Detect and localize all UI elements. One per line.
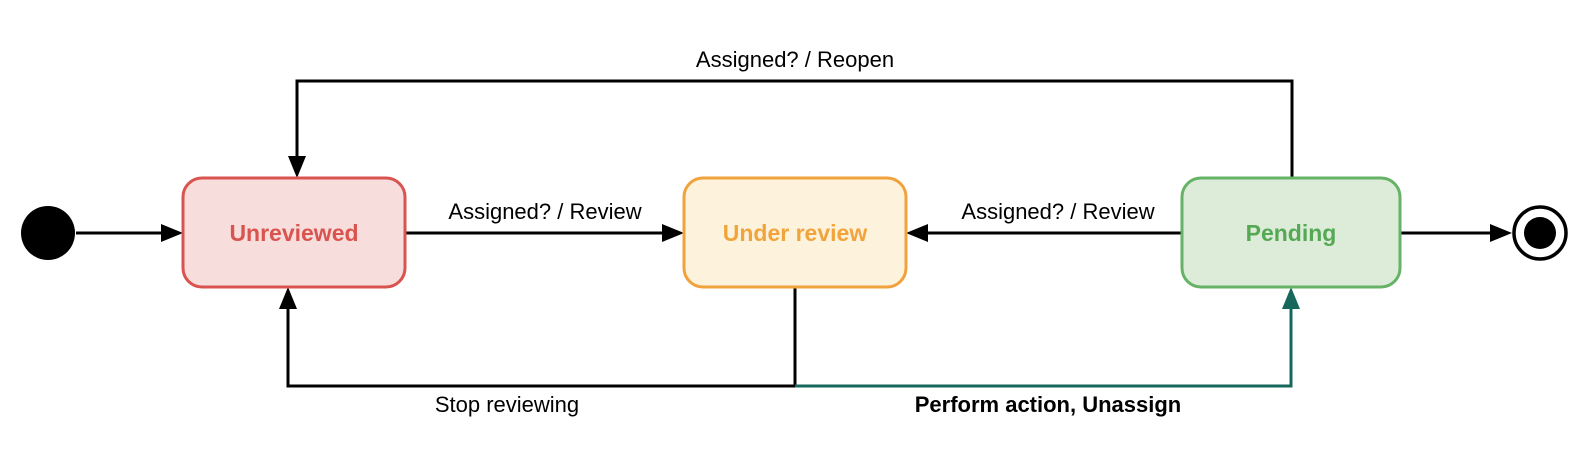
arrowhead-right-icon [662, 224, 684, 242]
state-unreviewed-label: Unreviewed [229, 220, 358, 246]
transition-label-stop-reviewing: Stop reviewing [435, 392, 579, 417]
transition-unreviewed-to-under-review: Assigned? / Review [405, 199, 684, 242]
final-state-inner-dot [1524, 217, 1556, 249]
state-pending-shape [1180, 176, 1402, 289]
transition-label-assigned-review-left: Assigned? / Review [448, 199, 641, 224]
transition-label-assigned-review-right: Assigned? / Review [961, 199, 1154, 224]
arrowhead-up-icon [1282, 287, 1300, 309]
state-unreviewed-shape [181, 176, 407, 289]
transition-label-perform-action-unassign: Perform action, Unassign [915, 392, 1182, 417]
transition-pending-to-under-review: Assigned? / Review [906, 199, 1182, 242]
transition-pending-to-final [1400, 224, 1512, 242]
state-under-review-shape [682, 176, 908, 289]
arrowhead-right-icon [1490, 224, 1512, 242]
state-under-review: Under review [682, 176, 908, 289]
state-unreviewed: Unreviewed [181, 176, 407, 289]
arrowhead-down-icon [288, 156, 306, 178]
edge-line-green [795, 307, 1293, 388]
state-pending-label: Pending [1246, 220, 1337, 246]
transition-label-assigned-reopen: Assigned? / Reopen [696, 47, 894, 72]
arrowhead-right-icon [161, 224, 183, 242]
arrowhead-left-icon [906, 224, 928, 242]
final-state-node [1512, 205, 1568, 261]
edge-line [286, 287, 797, 388]
initial-state-node [21, 206, 75, 260]
transition-pending-to-unreviewed-reopen: Assigned? / Reopen [288, 47, 1294, 178]
arrowhead-up-icon [279, 287, 297, 309]
edge-line [295, 79, 1294, 178]
transition-under-review-to-unreviewed-stop: Stop reviewing [279, 287, 797, 417]
state-pending: Pending [1180, 176, 1402, 289]
state-under-review-label: Under review [723, 220, 868, 246]
transition-under-review-to-pending-perform: Perform action, Unassign [795, 287, 1300, 417]
transition-initial-to-unreviewed [76, 224, 183, 242]
